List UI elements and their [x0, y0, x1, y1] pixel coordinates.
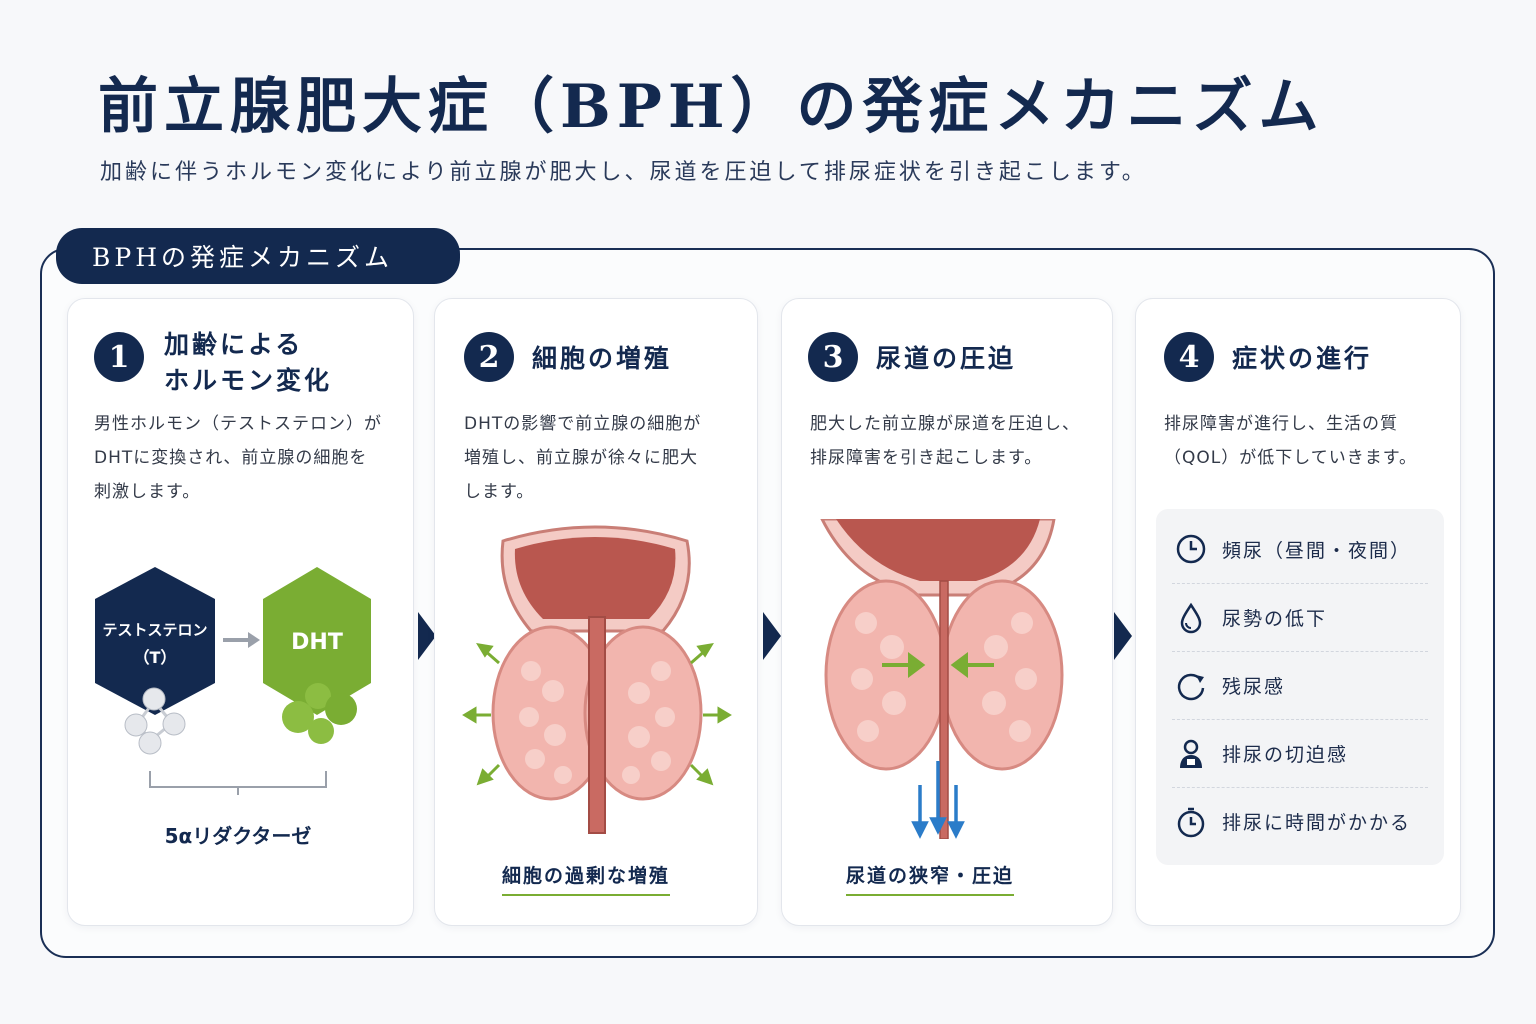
section-tab: BPHの発症メカニズム — [56, 228, 460, 284]
page-title: 前立腺肥大症（BPH）の発症メカニズム — [98, 72, 1325, 142]
symptom-label: 尿勢の低下 — [1222, 608, 1328, 630]
step-title-2: 細胞の増殖 — [532, 344, 673, 373]
symptom-label: 頻尿（昼間・夜間） — [1222, 539, 1412, 562]
compressed-right-lobe — [940, 579, 1064, 771]
clock-icon — [1176, 534, 1206, 564]
symptom-item-long-time: 排尿に時間がかかる — [1172, 787, 1428, 855]
testosterone-abbrev: （T） — [134, 648, 177, 667]
symptom-label: 排尿に時間がかかる — [1222, 812, 1412, 834]
testosterone-label: テストステロン — [102, 621, 207, 639]
urethra — [588, 616, 606, 834]
step-number-3: 3 — [808, 332, 858, 382]
step-arrow-1 — [418, 612, 436, 660]
symptom-label: 残尿感 — [1222, 676, 1286, 698]
dht-hexagon — [263, 567, 371, 715]
urethra-compression-illustration — [820, 519, 1064, 839]
step-description-1: 男性ホルモン（テストステロン）が DHTに変換され、前立腺の細胞を 刺激します。 — [94, 414, 382, 502]
step-caption-2: 細胞の過剰な増殖 — [502, 861, 671, 896]
step-card-3: 3 尿道の圧迫 肥大した前立腺が尿道を圧迫し、 排尿障害を引き起こします。 尿道… — [781, 298, 1113, 926]
timer-icon — [1177, 807, 1205, 837]
testosterone-hexagon — [95, 567, 215, 715]
enlarged-prostate-illustration — [462, 525, 732, 834]
step-arrow-3 — [1114, 612, 1132, 660]
drop-icon — [1180, 602, 1202, 633]
conversion-arrow-icon — [223, 632, 260, 648]
compression-arrows — [882, 652, 994, 678]
circular-arrow-icon — [1177, 673, 1205, 700]
testosterone-molecule-icon — [124, 687, 186, 755]
prostate-right-lobe — [583, 625, 703, 801]
step-number-4: 4 — [1164, 332, 1214, 382]
narrowed-urethra — [939, 580, 949, 839]
symptom-item-urgency: 排尿の切迫感 — [1172, 719, 1428, 787]
step-card-1: 1 加齢による ホルモン変化 男性ホルモン（テストステロン）が DHTに変換され… — [67, 298, 414, 926]
symptom-label: 排尿の切迫感 — [1222, 744, 1349, 766]
step-description-2: DHTの影響で前立腺の細胞が 増殖し、前立腺が徐々に肥大 します。 — [464, 414, 702, 502]
expansion-arrows — [462, 642, 732, 786]
enzyme-label: 5αリダクターゼ — [165, 824, 312, 848]
symptom-list: 頻尿（昼間・夜間） 尿勢の低下 残尿感 排尿の切迫感 排尿に時間がかかる — [1156, 509, 1444, 865]
step-card-2: 2 細胞の増殖 DHTの影響で前立腺の細胞が 増殖し、前立腺が徐々に肥大 します… — [434, 298, 758, 926]
symptom-item-weak-stream: 尿勢の低下 — [1172, 583, 1428, 651]
enzyme-bracket — [149, 771, 327, 795]
dht-label: DHT — [291, 630, 343, 655]
step-arrow-2 — [763, 612, 781, 660]
symptom-item-frequency: 頻尿（昼間・夜間） — [1172, 515, 1428, 583]
compressed-left-lobe — [824, 579, 948, 771]
page-subtitle: 加齢に伴うホルモン変化により前立腺が肥大し、尿道を圧迫して排尿症状を引き起こしま… — [100, 160, 1147, 185]
step-title-3: 尿道の圧迫 — [876, 344, 1017, 373]
flow-arrows — [911, 761, 965, 839]
hormone-conversion-diagram: テストステロン （T） DHT 5αリダクターゼ — [95, 567, 371, 848]
dht-molecule-icon — [282, 683, 357, 744]
step-title-4: 症状の進行 — [1232, 344, 1373, 373]
person-icon — [1180, 739, 1202, 768]
step-description-4: 排尿障害が進行し、生活の質 （QOL）が低下していきます。 — [1164, 414, 1418, 468]
step-description-3: 肥大した前立腺が尿道を圧迫し、 排尿障害を引き起こします。 — [810, 414, 1080, 468]
step-caption-3: 尿道の狭窄・圧迫 — [846, 861, 1015, 896]
symptom-item-residual: 残尿感 — [1172, 651, 1428, 719]
step-title-1: 加齢による ホルモン変化 — [164, 330, 333, 395]
step-number-1: 1 — [94, 332, 144, 382]
step-number-2: 2 — [464, 332, 514, 382]
